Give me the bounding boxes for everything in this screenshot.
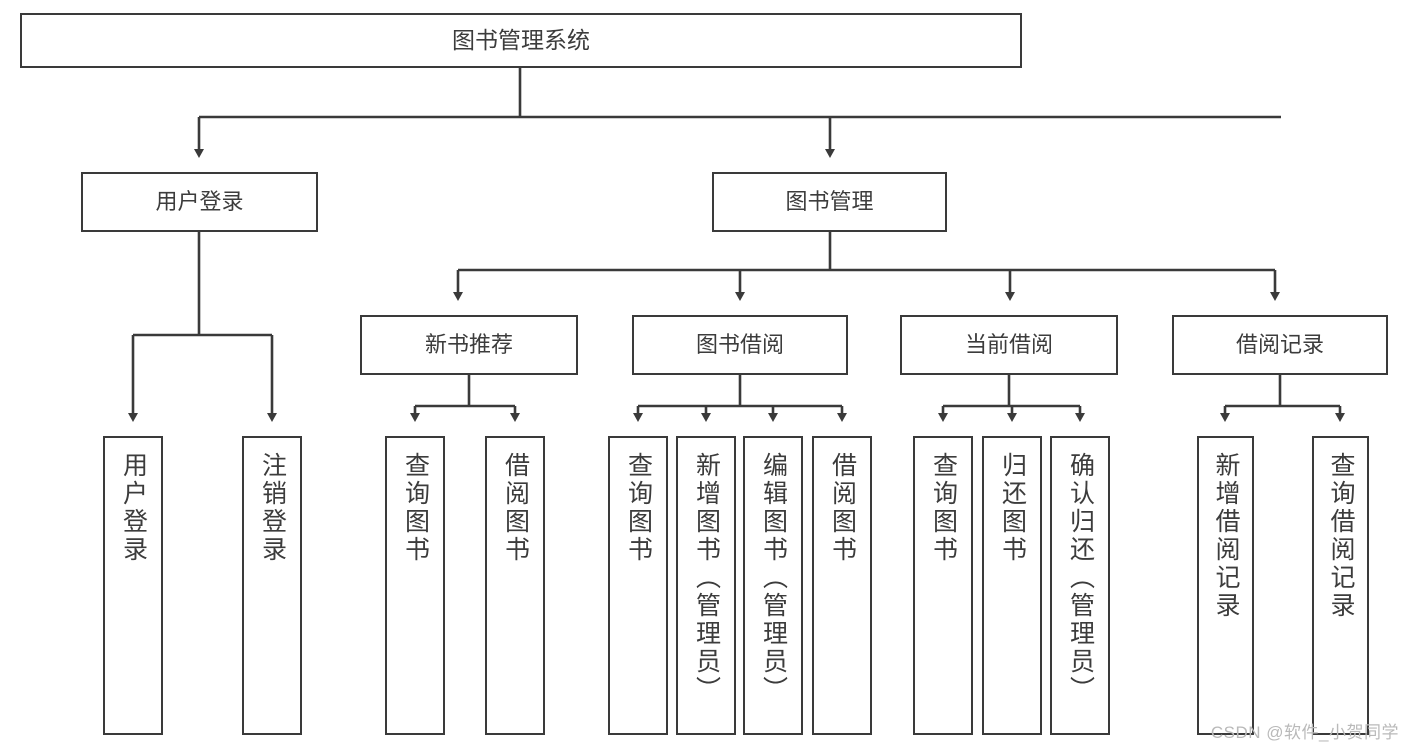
- leaf-record-query-borrow-record[interactable]: 查询借阅记录: [1312, 436, 1369, 735]
- node-label: 查询图书: [624, 452, 653, 564]
- leaf-recommend-borrow-book[interactable]: 借阅图书: [485, 436, 545, 735]
- leaf-borrow-borrow-book[interactable]: 借阅图书: [812, 436, 872, 735]
- node-new-book-recommend[interactable]: 新书推荐: [360, 315, 578, 375]
- node-label: 确认归还（管理员）: [1066, 452, 1095, 704]
- leaf-current-return-book[interactable]: 归还图书: [982, 436, 1042, 735]
- node-label: 图书借阅: [695, 332, 784, 358]
- node-label: 查询借阅记录: [1327, 452, 1355, 620]
- node-book-borrow[interactable]: 图书借阅: [632, 315, 848, 375]
- node-label: 借阅图书: [828, 452, 857, 564]
- node-label: 新增图书（管理员）: [692, 452, 721, 704]
- node-label: 归还图书: [998, 452, 1027, 564]
- leaf-current-query-book[interactable]: 查询图书: [913, 436, 973, 735]
- watermark: CSDN @软件_小贺同学: [1210, 723, 1399, 742]
- node-label: 注销登录: [258, 452, 287, 564]
- node-label: 借阅记录: [1235, 332, 1324, 358]
- leaf-recommend-query-book[interactable]: 查询图书: [385, 436, 445, 735]
- node-label: 用户登录: [155, 189, 244, 215]
- leaf-borrow-edit-book-admin[interactable]: 编辑图书（管理员）: [743, 436, 803, 735]
- leaf-borrow-add-book-admin[interactable]: 新增图书（管理员）: [676, 436, 736, 735]
- node-label: 当前借阅: [964, 332, 1053, 358]
- node-label: 新增借阅记录: [1212, 452, 1240, 620]
- node-label: 查询图书: [401, 452, 430, 564]
- leaf-borrow-query-book[interactable]: 查询图书: [608, 436, 668, 735]
- node-book-management[interactable]: 图书管理: [712, 172, 947, 232]
- node-label: 图书管理: [785, 189, 874, 215]
- node-label: 图书管理系统: [452, 26, 590, 53]
- node-label: 查询图书: [929, 452, 958, 564]
- node-label: 编辑图书（管理员）: [759, 452, 788, 704]
- leaf-current-confirm-return-admin[interactable]: 确认归还（管理员）: [1050, 436, 1110, 735]
- leaf-record-add-borrow-record[interactable]: 新增借阅记录: [1197, 436, 1254, 735]
- leaf-user-login-signout[interactable]: 注销登录: [242, 436, 302, 735]
- node-borrow-record[interactable]: 借阅记录: [1172, 315, 1388, 375]
- node-user-login[interactable]: 用户登录: [81, 172, 318, 232]
- node-label: 借阅图书: [501, 452, 530, 564]
- leaf-user-login-signin[interactable]: 用户登录: [103, 436, 163, 735]
- node-label: 新书推荐: [424, 332, 513, 358]
- node-current-borrow[interactable]: 当前借阅: [900, 315, 1118, 375]
- node-label: 用户登录: [119, 452, 148, 564]
- node-root-system[interactable]: 图书管理系统: [20, 13, 1022, 68]
